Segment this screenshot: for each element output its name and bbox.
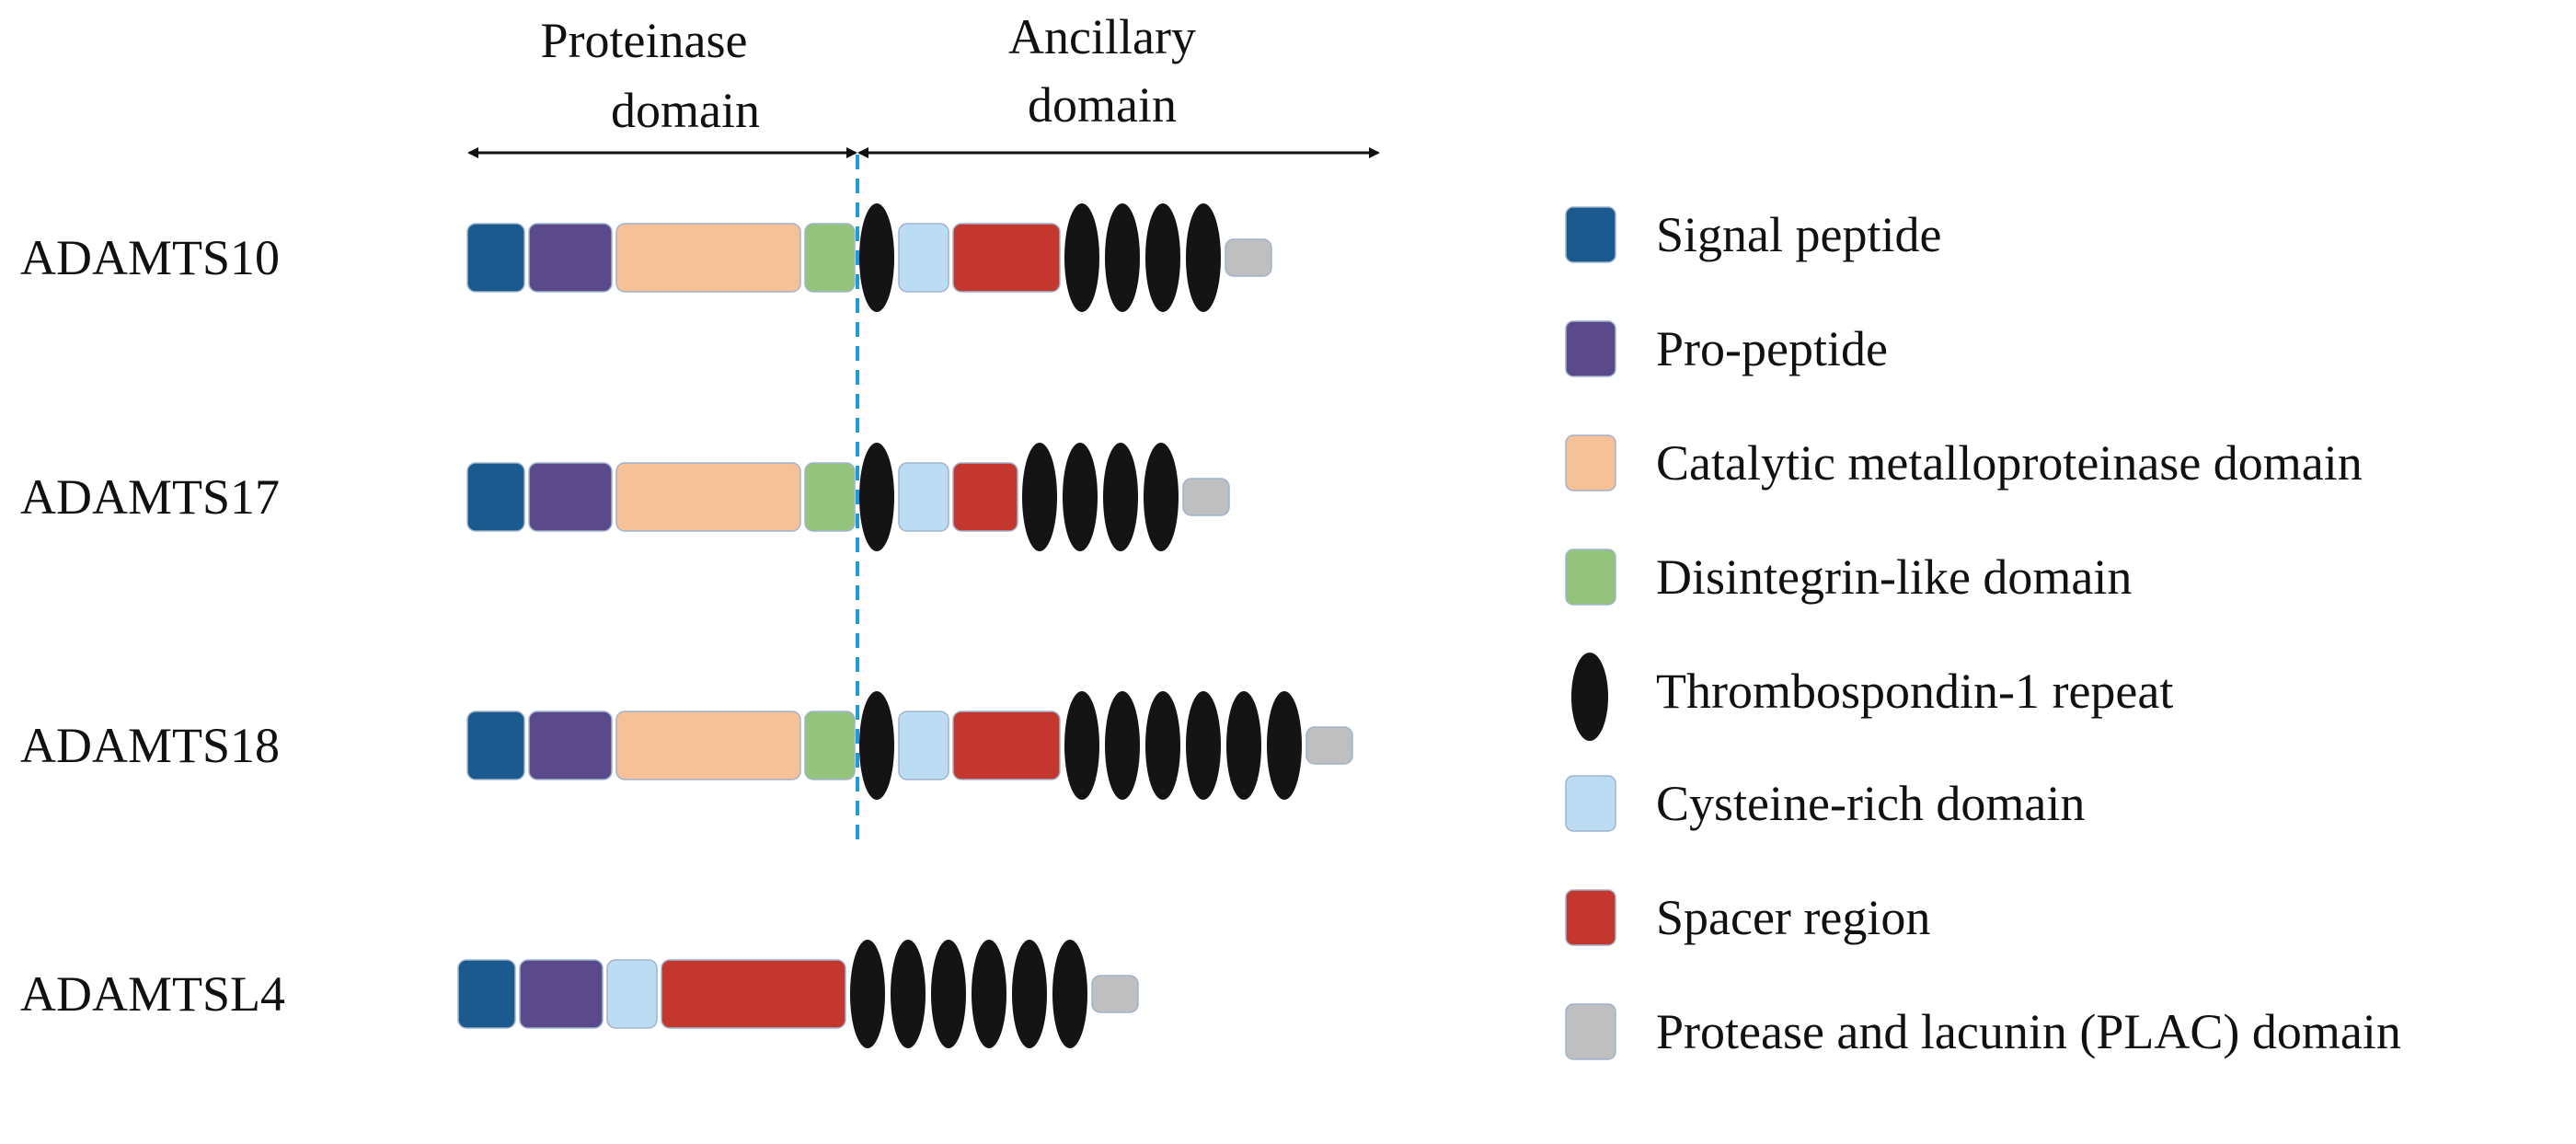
- legend-label: Cysteine-rich domain: [1656, 776, 2085, 831]
- tsr-repeat-domain: [1012, 940, 1047, 1048]
- protein-row: ADAMTSL4: [20, 940, 1139, 1048]
- legend-item: Disintegrin-like domain: [1565, 549, 2132, 606]
- plac-domain: [1182, 478, 1230, 516]
- proteinase-domain-label-line2: domain: [611, 83, 760, 138]
- protein-name-label: ADAMTS17: [20, 469, 280, 525]
- tsr-repeat-domain: [1064, 691, 1099, 800]
- legend-label: Signal peptide: [1656, 207, 1941, 262]
- protein-name-label: ADAMTS18: [20, 718, 280, 773]
- propeptide-domain: [528, 462, 613, 532]
- tsr-repeat-domain: [972, 940, 1006, 1048]
- tsr-repeat-domain: [1052, 940, 1087, 1048]
- plac-domain: [1225, 238, 1272, 277]
- protein-name-label: ADAMTS10: [20, 230, 280, 285]
- legend-label: Spacer region: [1656, 890, 1930, 945]
- disintegrin-domain: [804, 462, 856, 532]
- plac-domain: [1091, 975, 1139, 1013]
- cysteine-domain: [898, 223, 949, 293]
- proteinase-domain-label-line1: Proteinase: [541, 13, 748, 68]
- legend-swatch-spacer: [1565, 889, 1616, 946]
- signal-domain: [466, 223, 525, 293]
- spacer-domain: [952, 711, 1061, 780]
- tsr-repeat-domain: [1145, 691, 1180, 800]
- legend-item: Catalytic metalloproteinase domain: [1565, 434, 2363, 491]
- propeptide-domain: [528, 223, 613, 293]
- signal-domain: [466, 462, 525, 532]
- disintegrin-domain: [804, 711, 856, 780]
- spacer-domain: [952, 462, 1018, 532]
- tsr-repeat-domain: [1145, 203, 1180, 312]
- cysteine-domain: [606, 959, 658, 1029]
- disintegrin-domain: [804, 223, 856, 293]
- catalytic-domain: [615, 462, 801, 532]
- spacer-domain: [661, 959, 846, 1029]
- tsr-repeat-domain: [1186, 203, 1221, 312]
- catalytic-domain: [615, 223, 801, 293]
- legend-label: Disintegrin-like domain: [1656, 549, 2132, 605]
- tsr-repeat-domain: [1186, 691, 1221, 800]
- legend-swatch-plac: [1565, 1003, 1616, 1060]
- tsr-repeat-domain: [859, 691, 894, 800]
- ancillary-domain-label-line2: domain: [1028, 77, 1177, 133]
- tsr-repeat-domain: [891, 940, 926, 1048]
- legend-item: Protease and lacunin (PLAC) domain: [1565, 1003, 2401, 1060]
- tsr-repeat-domain: [1105, 203, 1140, 312]
- legend-label: Thrombospondin-1 repeat: [1656, 664, 2173, 719]
- protein-row: ADAMTS10: [20, 203, 1272, 312]
- tsr-repeat-domain: [1144, 443, 1179, 551]
- tsr-repeat-domain: [1022, 443, 1057, 551]
- plac-domain: [1305, 726, 1353, 765]
- legend-swatch-disintegrin: [1565, 549, 1616, 606]
- tsr-repeat-domain: [1267, 691, 1302, 800]
- legend-swatch-propeptide: [1565, 320, 1616, 377]
- tsr-repeat-domain: [850, 940, 885, 1048]
- catalytic-domain: [615, 711, 801, 780]
- tsr-repeat-domain: [859, 443, 894, 551]
- legend-swatch-cysteine: [1565, 775, 1616, 832]
- tsr-repeat-domain: [1064, 203, 1099, 312]
- legend-label: Pro-peptide: [1656, 321, 1888, 376]
- protein-row: ADAMTS17: [20, 443, 1230, 551]
- tsr-repeat-domain: [1103, 443, 1138, 551]
- legend-swatch-catalytic: [1565, 434, 1616, 491]
- tsr-repeat-domain: [1226, 691, 1261, 800]
- tsr-repeat-domain: [1063, 443, 1098, 551]
- legend-item: Thrombospondin-1 repeat: [1571, 653, 2173, 741]
- tsr-repeat-domain: [931, 940, 966, 1048]
- spacer-domain: [952, 223, 1061, 293]
- signal-domain: [457, 959, 516, 1029]
- tsr-repeat-domain: [859, 203, 894, 312]
- signal-domain: [466, 711, 525, 780]
- protein-row: ADAMTS18: [20, 691, 1353, 800]
- ancillary-domain-label-line1: Ancillary: [1008, 9, 1196, 64]
- legend-item: Cysteine-rich domain: [1565, 775, 2085, 832]
- cysteine-domain: [898, 462, 949, 532]
- legend-item: Signal peptide: [1565, 206, 1941, 263]
- propeptide-domain: [528, 711, 613, 780]
- legend-swatch-tsr: [1571, 653, 1608, 741]
- legend-item: Spacer region: [1565, 889, 1930, 946]
- protein-name-label: ADAMTSL4: [20, 966, 285, 1022]
- propeptide-domain: [519, 959, 604, 1029]
- legend-swatch-signal: [1565, 206, 1616, 263]
- tsr-repeat-domain: [1105, 691, 1140, 800]
- legend-label: Catalytic metalloproteinase domain: [1656, 435, 2363, 491]
- legend-item: Pro-peptide: [1565, 320, 1888, 377]
- cysteine-domain: [898, 711, 949, 780]
- legend-label: Protease and lacunin (PLAC) domain: [1656, 1004, 2401, 1059]
